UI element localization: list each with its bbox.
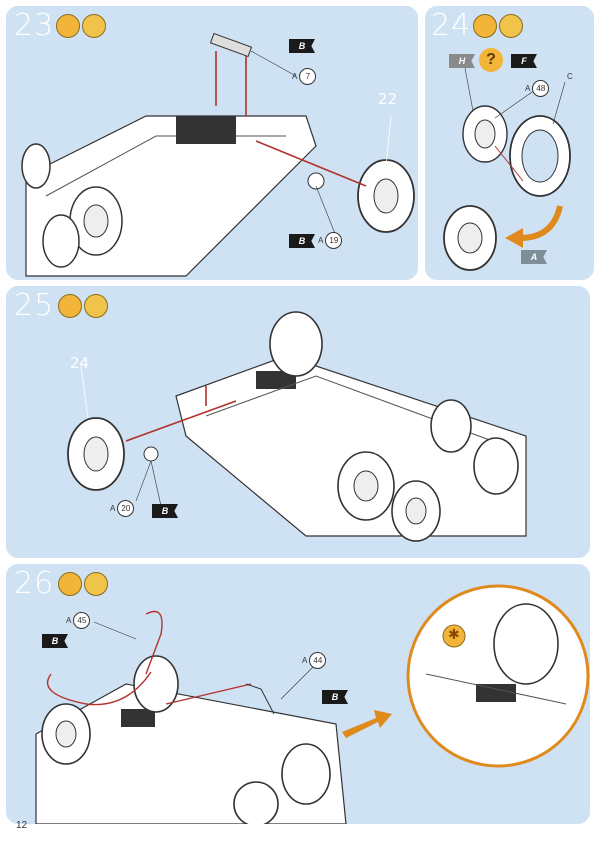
- label-part-45-letter: A: [66, 616, 72, 625]
- label-part-45-num: 45: [73, 612, 91, 629]
- label-part-45: A 45: [66, 612, 91, 629]
- glue-icon: [58, 572, 82, 596]
- label-part-20-num: 20: [117, 500, 135, 517]
- glue-icon: [58, 294, 82, 318]
- step-26-drawing: [35, 584, 590, 824]
- label-part-7-letter: A: [292, 72, 298, 81]
- label-part-20: A 20: [110, 500, 135, 517]
- flag-a: A: [521, 250, 547, 264]
- label-part-48-letter: A: [525, 84, 531, 93]
- paint-brush-icon: [82, 14, 106, 38]
- step-26-panel: 26 ✱ A 45 B A 44 B: [6, 564, 590, 824]
- flag-b-right: B: [322, 690, 348, 704]
- question-icon: ?: [479, 48, 503, 72]
- step-24-drawing: [443, 67, 571, 271]
- flag-b-bottom: B: [289, 234, 315, 248]
- label-part-44-letter: A: [302, 656, 308, 665]
- label-part-20-letter: A: [110, 504, 116, 513]
- gear-icon: ✱: [448, 626, 460, 642]
- flag-b-top: B: [289, 39, 315, 53]
- label-part-48-num: 48: [532, 80, 550, 97]
- paint-brush-icon: [499, 14, 523, 38]
- step-24-panel: 24 H ? F A 48 C A: [425, 6, 594, 280]
- label-part-19-letter: A: [318, 236, 324, 245]
- glue-icon: [473, 14, 497, 38]
- step-23-drawing: [21, 32, 415, 277]
- step-23-panel: 23 22 A 7 B A 19 B: [6, 6, 418, 280]
- step-25-drawing: [67, 311, 527, 542]
- label-part-44: A 44: [302, 652, 327, 669]
- page-number: 12: [16, 820, 28, 831]
- paint-hint-24: 24: [70, 354, 90, 372]
- flag-b: B: [152, 504, 178, 518]
- step-23-number: 23: [14, 8, 55, 43]
- label-c: C: [567, 72, 573, 81]
- step-24-number: 24: [431, 8, 472, 43]
- glue-icon: [56, 14, 80, 38]
- step-26-number: 26: [14, 566, 55, 601]
- paint-brush-icon: [84, 572, 108, 596]
- paint-hint-22: 22: [378, 90, 398, 108]
- flag-b-top: B: [42, 634, 68, 648]
- label-part-19-num: 19: [325, 232, 343, 249]
- step-25-panel: 25 24 A 20 B: [6, 286, 590, 558]
- step-25-number: 25: [14, 288, 55, 323]
- label-part-44-num: 44: [309, 652, 327, 669]
- label-part-48: A 48: [525, 80, 550, 97]
- flag-f: F: [511, 54, 537, 68]
- label-part-19: A 19: [318, 232, 343, 249]
- label-part-7-num: 7: [299, 68, 317, 85]
- flag-h: H: [449, 54, 475, 68]
- label-part-7: A 7: [292, 68, 317, 85]
- paint-brush-icon: [84, 294, 108, 318]
